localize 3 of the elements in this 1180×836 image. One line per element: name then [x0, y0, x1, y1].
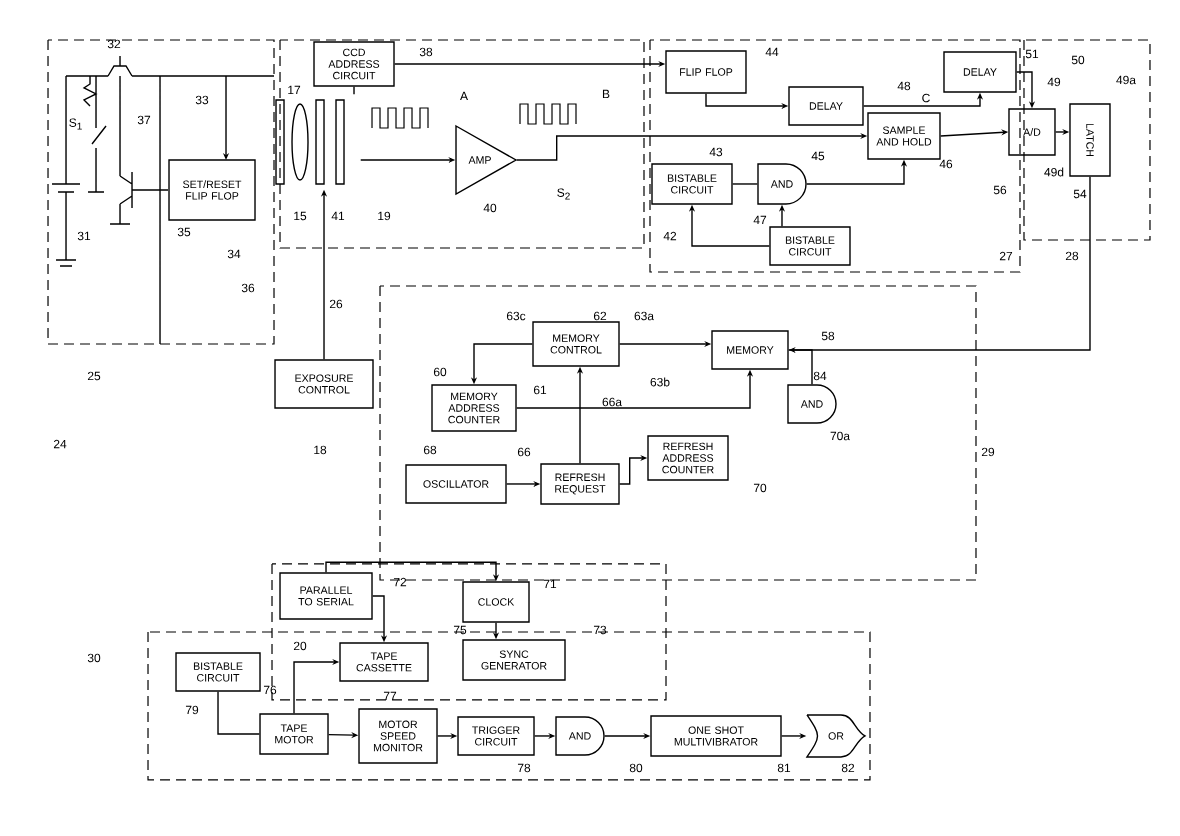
arrow	[788, 349, 813, 385]
arrow	[217, 690, 260, 735]
lens-drawing	[275, 99, 345, 185]
